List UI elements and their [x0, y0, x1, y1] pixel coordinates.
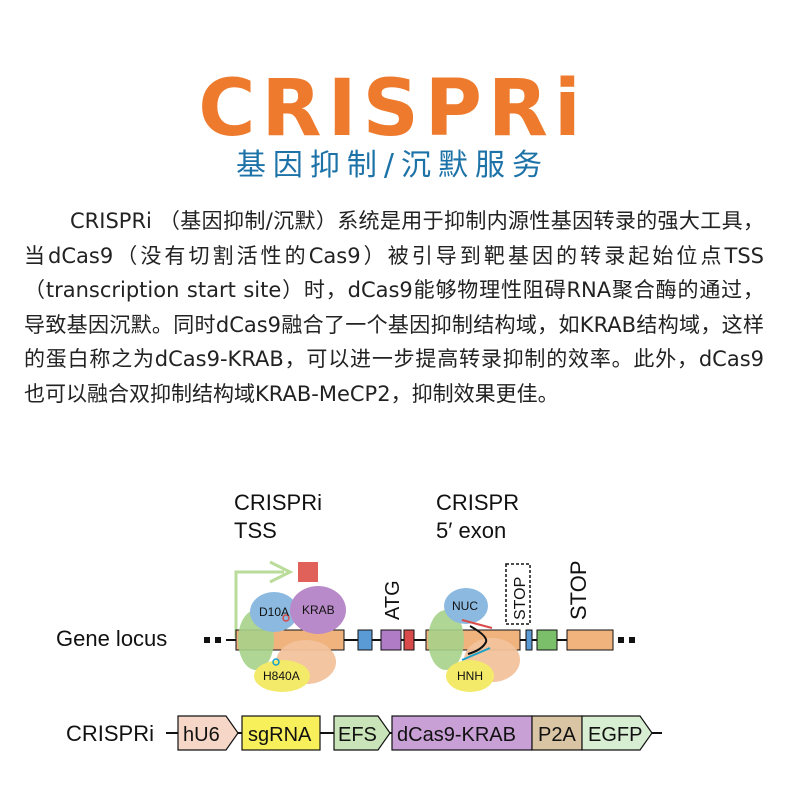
locus-dot: [618, 637, 624, 643]
h840a-label: H840A: [263, 669, 300, 683]
locus-dot: [204, 637, 210, 643]
d10a-mutation-dot: [282, 614, 290, 622]
p2a-label: P2A: [538, 724, 576, 746]
hu6-promoter: [177, 715, 239, 751]
gene-locus-label: Gene locus: [56, 626, 167, 651]
logo-title: CRISPRi: [198, 64, 587, 154]
atg-box: [380, 629, 402, 651]
blue-box-2: [525, 629, 533, 651]
stop-dashed-box: [505, 563, 531, 625]
hnh-lobe: [446, 660, 494, 692]
blue-cut-mark: [461, 647, 491, 661]
nuc-label: NUC: [452, 599, 478, 613]
stop-label: STOP: [566, 560, 591, 620]
green-box: [536, 629, 558, 651]
subtitle: 基因抑制/沉默服务: [235, 148, 550, 183]
heading-left-line1: CRISPRi: [234, 490, 322, 515]
red-square-marker: [298, 562, 318, 582]
heading-right-line2: 5′ exon: [436, 518, 506, 543]
exon-3: [566, 629, 614, 651]
hnh-label: HNH: [457, 669, 483, 683]
cut-arrow: [467, 625, 488, 655]
locus-dot: [215, 637, 221, 643]
sgrna-label: sgRNA: [248, 724, 312, 746]
red-box: [403, 629, 415, 651]
efs-promoter: [333, 715, 391, 751]
h840a-mutation-dot: [272, 658, 280, 666]
dcas9-krab-label: dCas9-KRAB: [397, 724, 516, 746]
nuc-lobe: [444, 588, 488, 624]
p2a-block: [531, 715, 583, 751]
construct-label: CRISPRi: [66, 721, 154, 746]
heading-left-line2: TSS: [234, 518, 277, 543]
egfp-label: EGFP: [588, 724, 642, 746]
blue-box: [357, 629, 373, 651]
efs-label: EFS: [338, 724, 377, 746]
d10a-label: D10A: [259, 605, 289, 619]
green-lobe-right: [428, 610, 464, 670]
red-cut-mark: [461, 619, 493, 629]
egfp-block: [581, 715, 653, 751]
h840a-lobe: [254, 660, 310, 692]
heading-right-line1: CRISPR: [436, 490, 519, 515]
hu6-label: hU6: [183, 724, 220, 746]
description-paragraph: CRISPRi （基因抑制/沉默）系统是用于抑制内源性基因转录的强大工具，当dC…: [24, 204, 764, 411]
atg-label: ATG: [382, 580, 404, 620]
sgrna-block: [241, 715, 321, 751]
tss-arrow-head: [269, 560, 294, 584]
krab-label: KRAB: [302, 603, 335, 617]
locus-dot: [629, 637, 635, 643]
tss-arrow: [234, 570, 284, 638]
stop-boxed-label: STOP: [512, 577, 529, 620]
crispri-diagram: CRISPRi TSS CRISPR 5′ exon Gene locus AT…: [56, 490, 662, 751]
krab-lobe: [290, 586, 346, 634]
d10a-lobe: [250, 592, 298, 632]
description-text: CRISPRi （基因抑制/沉默）系统是用于抑制内源性基因转录的强大工具，当dC…: [24, 209, 764, 406]
